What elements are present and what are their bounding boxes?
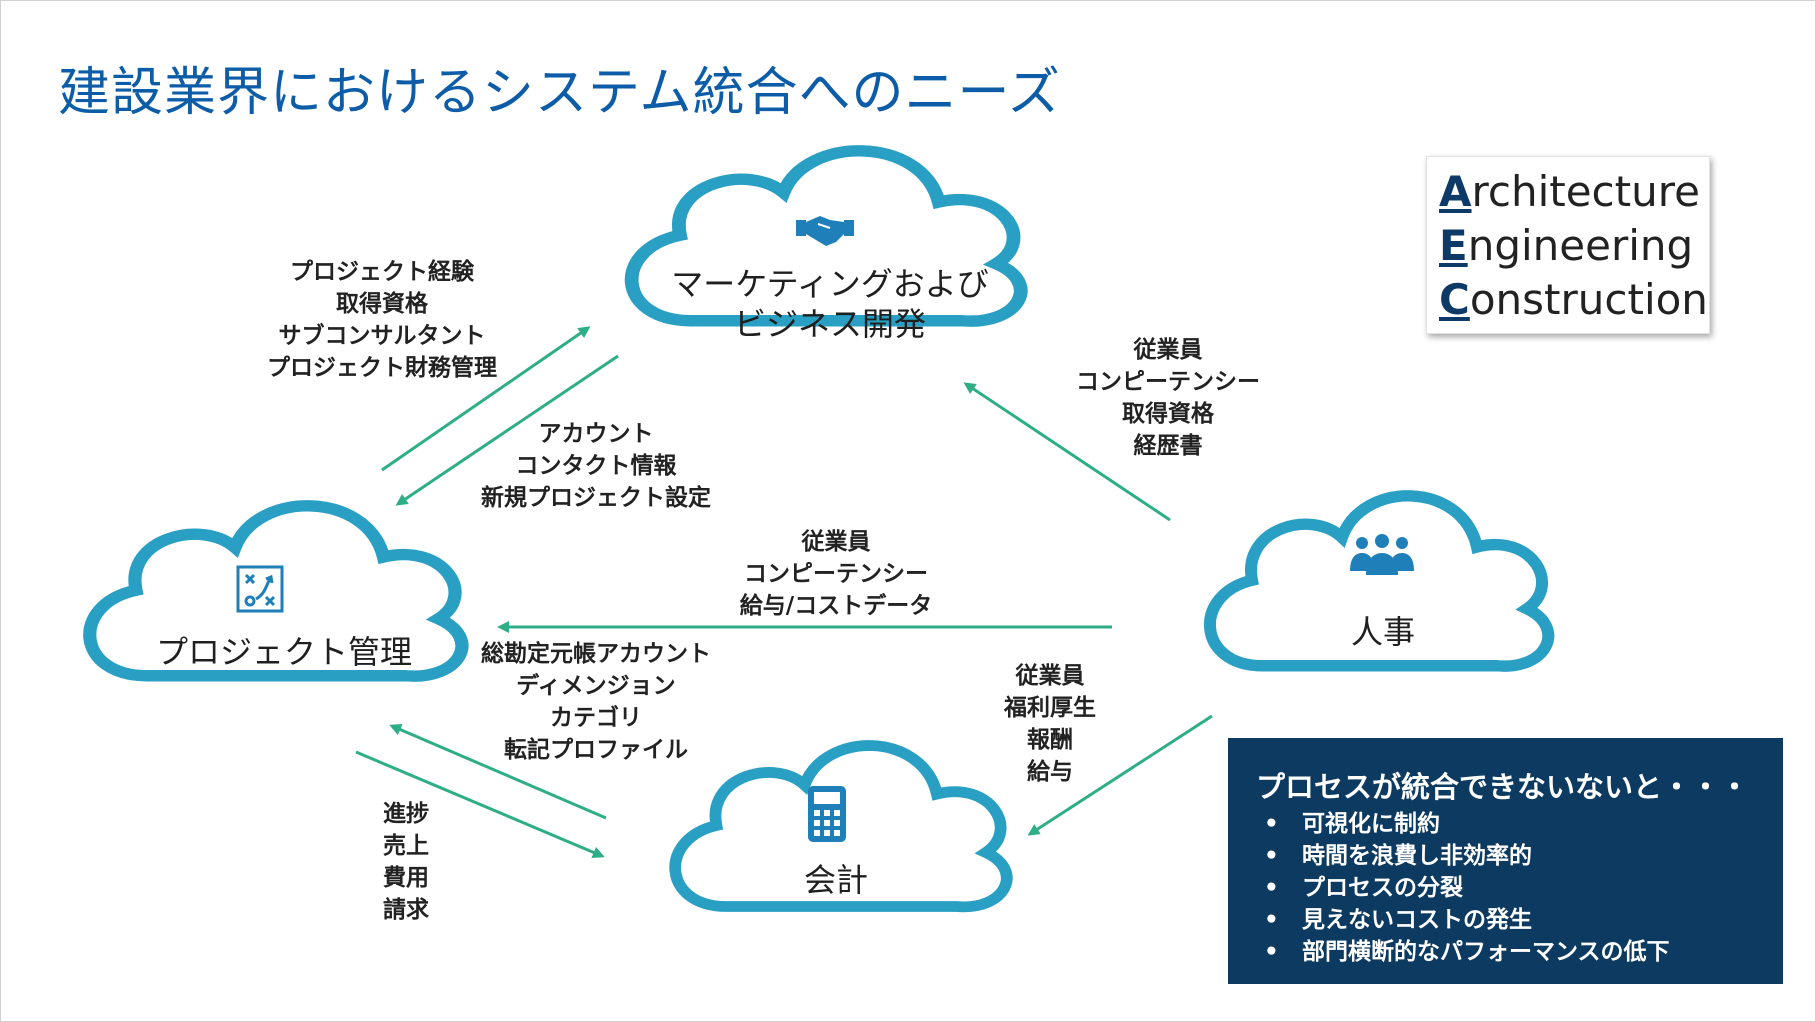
flow-item: 進捗: [383, 801, 429, 827]
aec-word-rest: rchitecture: [1471, 167, 1700, 216]
flow-item: ディメンジョン: [516, 673, 676, 699]
flow-item: 請求: [383, 897, 429, 923]
flow-item: 総勘定元帳アカウント: [481, 641, 711, 667]
flow-item: 取得資格: [336, 291, 428, 317]
flow-item: 経歴書: [1133, 433, 1203, 459]
arrow-pm-to-marketing: [381, 326, 591, 472]
issues-list-item: 時間を浪費し非効率的: [1256, 840, 1670, 872]
flow-item: プロジェクト財務管理: [267, 355, 497, 381]
flow-text-hr-to-accounting: 従業員 福利厚生 報酬 給与: [1004, 660, 1096, 788]
issues-list: 可視化に制約 時間を浪費し非効率的 プロセスの分裂 見えないコストの発生 部門横…: [1256, 808, 1670, 968]
page-title: 建設業界におけるシステム統合へのニーズ: [58, 63, 1061, 123]
flow-item: 給与: [1027, 759, 1073, 785]
flow-text-pm-to-marketing: プロジェクト経験 取得資格 サブコンサルタント プロジェクト財務管理: [267, 256, 497, 384]
handshake-icon: [796, 216, 854, 246]
flow-text-pm-to-accounting: 進捗 売上 費用 請求: [383, 798, 429, 926]
aec-line-construction: Construction: [1439, 275, 1708, 324]
flow-item: コンタクト情報: [515, 453, 677, 479]
people-group-icon: [1350, 534, 1414, 575]
arrow-hr-to-accounting: [1027, 714, 1213, 836]
strategy-board-icon: [236, 565, 284, 613]
cloud-label-marketing-line2: ビジネス開発: [733, 305, 927, 343]
aec-letter: C: [1439, 275, 1470, 324]
issues-box: プロセスが統合できないないと・・・ 可視化に制約 時間を浪費し非効率的 プロセス…: [1228, 738, 1783, 984]
flow-item: 福利厚生: [1004, 695, 1096, 721]
issues-list-item: 見えないコストの発生: [1256, 904, 1670, 936]
flow-text-hr-to-pm: 従業員 コンピーテンシー 給与/コストデータ: [740, 526, 932, 622]
cloud-label-accounting: 会計: [803, 861, 869, 899]
flow-item: 給与/コストデータ: [739, 593, 933, 619]
flow-item: コンピーテンシー: [744, 561, 928, 587]
issues-list-item: 部門横断的なパフォーマンスの低下: [1256, 936, 1670, 968]
aec-line-architecture: Architecture: [1439, 167, 1700, 216]
calculator-icon: [808, 786, 846, 842]
issues-list-item: プロセスの分裂: [1256, 872, 1670, 904]
arrow-marketing-to-pm: [395, 354, 619, 506]
cloud-label-project: プロジェクト管理: [155, 633, 413, 671]
arrow-hr-to-marketing: [963, 382, 1171, 522]
issues-list-item: 可視化に制約: [1256, 808, 1670, 840]
aec-word-rest: onstruction: [1469, 275, 1708, 324]
arrow-pm-to-accounting: [355, 750, 605, 859]
flow-item: 従業員: [1015, 663, 1085, 689]
cloud-label-hr: 人事: [1350, 613, 1416, 651]
flow-item: カテゴリ: [550, 705, 642, 731]
cloud-label-marketing: マーケティングおよび ビジネス開発: [671, 264, 988, 344]
flow-item: 従業員: [801, 529, 871, 555]
flow-item: プロジェクト経験: [290, 259, 474, 285]
flow-item: 売上: [383, 833, 429, 859]
issues-title: プロセスが統合できないないと・・・: [1256, 770, 1750, 804]
cloud-label-marketing-line1: マーケティングおよび: [671, 265, 989, 303]
aec-definition-box: Architecture Engineering Construction: [1426, 156, 1710, 334]
flow-item: 取得資格: [1122, 401, 1214, 427]
flow-text-hr-to-marketing: 従業員 コンピーテンシー 取得資格 経歴書: [1076, 334, 1260, 462]
flow-item: 転記プロファイル: [504, 737, 688, 763]
flow-item: 費用: [383, 865, 429, 891]
aec-word-rest: ngineering: [1467, 221, 1694, 270]
aec-letter: E: [1439, 221, 1468, 270]
flow-text-accounting-to-pm: 総勘定元帳アカウント ディメンジョン カテゴリ 転記プロファイル: [481, 638, 711, 766]
aec-letter: A: [1439, 167, 1472, 216]
flow-item: コンピーテンシー: [1076, 369, 1260, 395]
flow-item: サブコンサルタント: [278, 323, 486, 349]
aec-line-engineering: Engineering: [1439, 221, 1693, 270]
flow-text-marketing-to-pm: アカウント コンタクト情報 新規プロジェクト設定: [481, 418, 711, 514]
flow-item: 新規プロジェクト設定: [481, 485, 711, 511]
arrow-accounting-to-pm: [389, 724, 607, 820]
flow-item: 報酬: [1027, 727, 1073, 753]
flow-item: 従業員: [1133, 337, 1203, 363]
flow-item: アカウント: [538, 421, 654, 447]
